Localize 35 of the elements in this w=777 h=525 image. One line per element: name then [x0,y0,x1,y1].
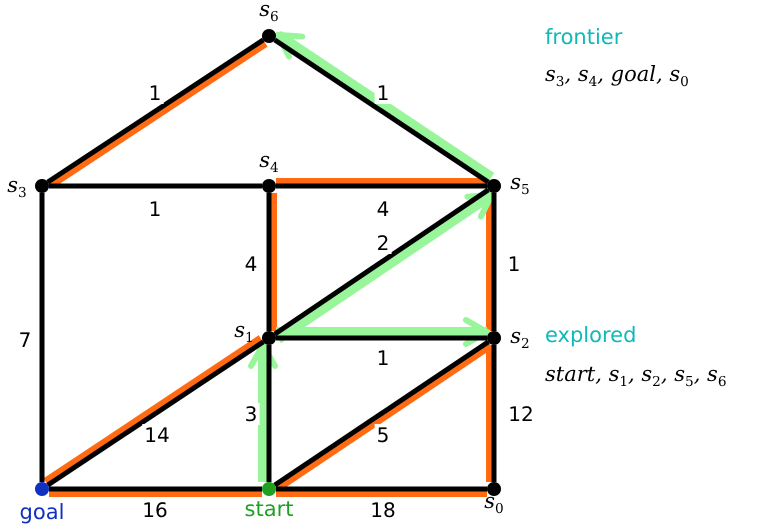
edge-line [40,193,44,482]
edge-label: 1 [374,82,392,104]
vertex-dot [35,482,49,496]
arrow [276,317,490,347]
vertex-label: s$_{2}$ [510,324,530,354]
vertex-label: s$_{1}$ [234,318,254,348]
arrow [248,342,278,482]
edge-line [492,193,496,331]
list-heading: frontier [545,25,622,49]
vertex-label: s$_{4}$ [259,148,279,178]
vertex-label: start [244,497,294,521]
vertex-label: s$_{0}$ [484,488,504,520]
edge-line [266,193,272,331]
edge-line [266,345,272,482]
vertex-label: s$_{5}$ [510,170,530,200]
node-list: start, s$_{1}$, s$_{2}$, s$_{5}$, s$_{6}$ [545,362,727,394]
vertex-dot [487,331,501,345]
list-heading: explored [545,323,636,347]
vertex-label: s$_{3}$ [7,172,27,204]
vertex-dot [262,29,276,43]
edge-line [276,336,487,340]
vertex-dot [262,331,276,345]
edge-line [276,486,487,492]
edge-line [276,184,487,188]
vertex-dot [262,482,276,496]
edge-line [49,486,262,492]
edge-line [49,184,262,188]
vertex-label: goal [20,500,64,524]
vertex-label: s$_{6}$ [259,0,279,28]
vertex-dot [487,179,501,193]
edge-line [492,345,496,482]
vertex-dot [487,482,501,496]
vertex-dot [35,179,49,193]
vertex-dot [262,179,276,193]
node-list: s$_{3}$, s$_{4}$, goal, s$_{0}$ [545,62,689,94]
